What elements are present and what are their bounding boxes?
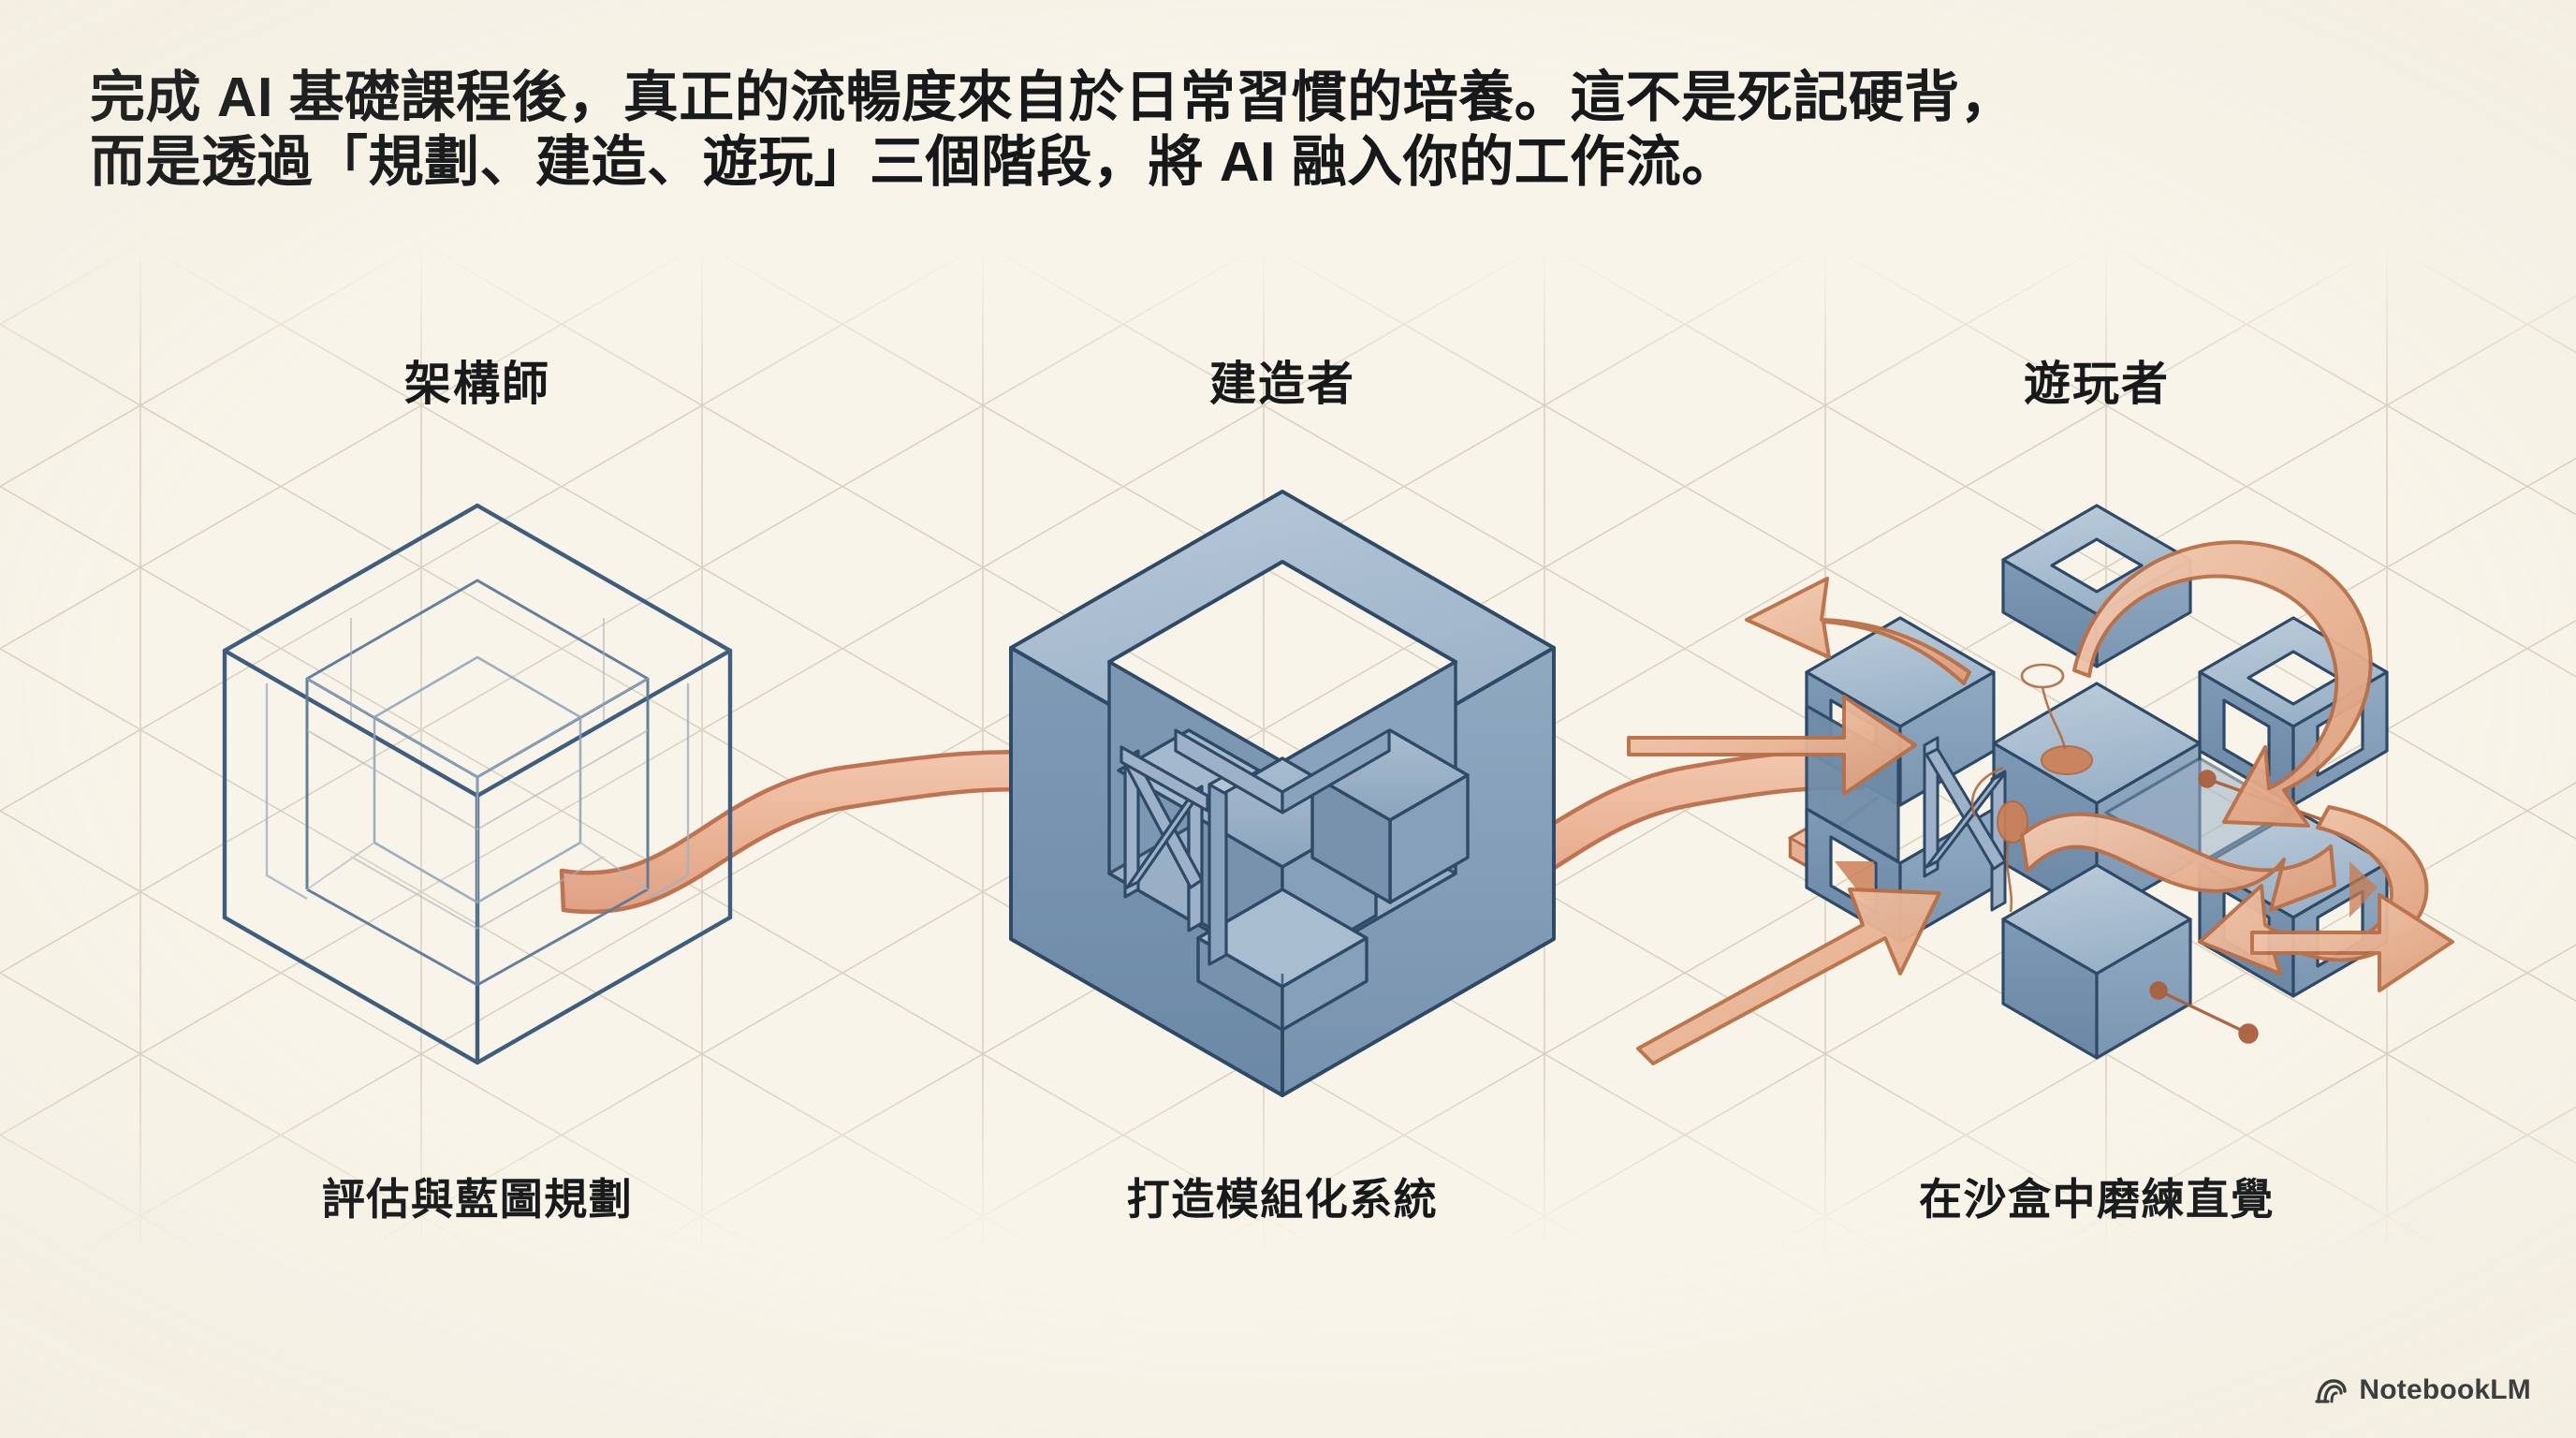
solid-modular-cube-icon: [880, 449, 1685, 1142]
page-title: 完成 AI 基礎課程後，真正的流暢度來自於日常習慣的培養。這不是死記硬背， 而是…: [90, 66, 2016, 194]
stage-column-builder: 建造者: [880, 346, 1685, 1292]
stage-caption-builder: 打造模組化系統: [1126, 1175, 1439, 1224]
wireframe-cube-icon: [75, 449, 880, 1142]
stage-column-architect: 架構師: [75, 346, 880, 1292]
stage-caption-architect: 評估與藍圖規劃: [321, 1175, 634, 1224]
notebooklm-logo-icon: [2315, 1379, 2348, 1403]
stage-caption-player: 在沙盒中磨練直覺: [1919, 1175, 2275, 1224]
notebooklm-watermark: NotebookLM: [2315, 1374, 2531, 1406]
stage-title-architect: 架構師: [404, 358, 550, 410]
notebooklm-watermark-label: NotebookLM: [2359, 1374, 2531, 1405]
stage-title-player: 遊玩者: [2024, 358, 2170, 410]
stage-column-player: 遊玩者: [1627, 346, 2499, 1292]
exploded-sandbox-cube-icon: [1627, 449, 2499, 1142]
stage-title-builder: 建造者: [1209, 358, 1355, 410]
